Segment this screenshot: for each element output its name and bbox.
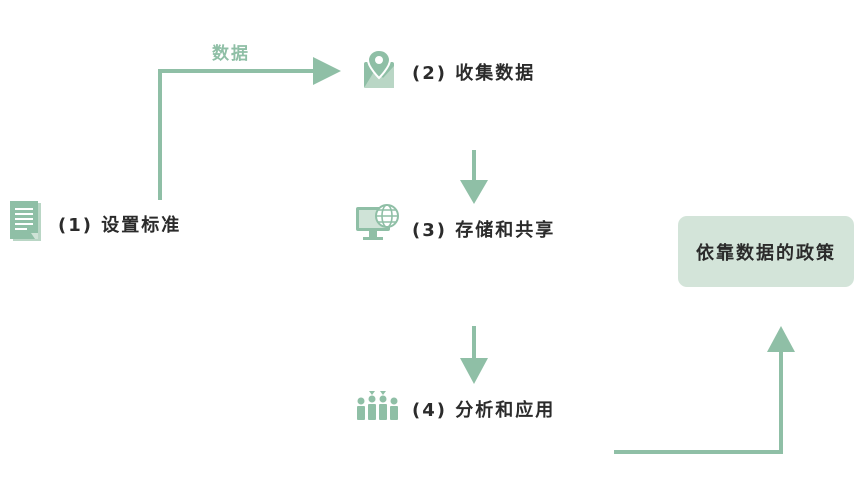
policy-label: 依靠数据的政策 (696, 242, 836, 264)
policy-box: 依靠数据的政策 (678, 216, 854, 287)
arrow-head-collect (313, 57, 341, 85)
step-analyze-label: (4) 分析和应用 (412, 400, 556, 421)
edge-label-data: 数据 (212, 44, 250, 64)
arrow-standard-to-collect (158, 69, 315, 200)
document-icon (9, 200, 45, 244)
arrow-head-analyze (460, 358, 488, 384)
arrow-head-store (460, 180, 488, 204)
step-standard-label: (1) 设置标准 (58, 215, 182, 236)
arrow-analyze-to-policy (614, 350, 783, 454)
step-collect-label: (2) 收集数据 (412, 63, 536, 84)
computer-globe-icon (355, 203, 399, 243)
step-store-label: (3) 存储和共享 (412, 220, 556, 241)
arrow-head-policy (767, 326, 795, 352)
people-icon (355, 390, 399, 422)
map-pin-icon (361, 48, 397, 90)
